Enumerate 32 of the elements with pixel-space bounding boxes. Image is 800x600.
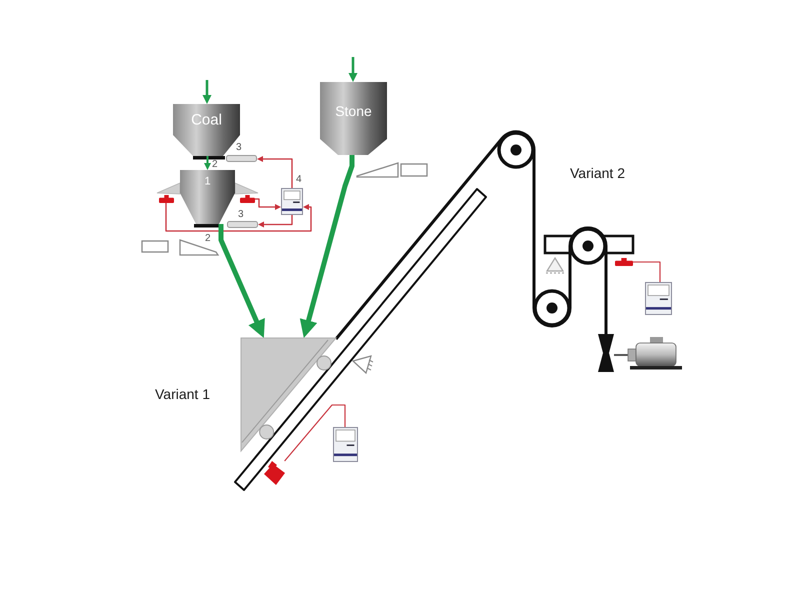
flow-arrow xyxy=(204,156,212,170)
load-cell xyxy=(615,258,633,266)
load-cell xyxy=(264,461,285,485)
load-cell xyxy=(240,195,255,203)
skip-car xyxy=(241,338,336,451)
weighing-terminal xyxy=(645,282,672,315)
feed-arrow xyxy=(348,57,358,82)
signal-line xyxy=(633,261,661,282)
callout-number: 4 xyxy=(296,175,302,185)
weighing-terminal xyxy=(333,427,358,462)
callout-number: 3 xyxy=(238,210,244,220)
hopper-label: Coal xyxy=(191,112,222,127)
weighing-terminal xyxy=(281,188,303,215)
load-cell xyxy=(159,195,174,203)
callout-number: 2 xyxy=(212,160,218,170)
variant-label: Variant 2 xyxy=(570,165,625,181)
variant-label: Variant 1 xyxy=(155,386,210,402)
signal-line xyxy=(257,156,293,188)
feed-arrow xyxy=(202,80,212,104)
signal-line xyxy=(284,404,346,462)
actuator-cylinder xyxy=(227,221,258,228)
hopper-label: 1 xyxy=(204,176,211,187)
signal-line xyxy=(258,215,293,228)
callout-number: 3 xyxy=(236,143,242,153)
signal-line xyxy=(255,198,281,210)
actuator-cylinder xyxy=(226,155,257,162)
hopper xyxy=(320,82,387,155)
flow-arrow xyxy=(218,224,265,338)
callout-number: 2 xyxy=(205,234,211,244)
hopper xyxy=(173,104,240,156)
weigh-hopper xyxy=(180,170,235,224)
flow-arrow xyxy=(300,155,354,338)
